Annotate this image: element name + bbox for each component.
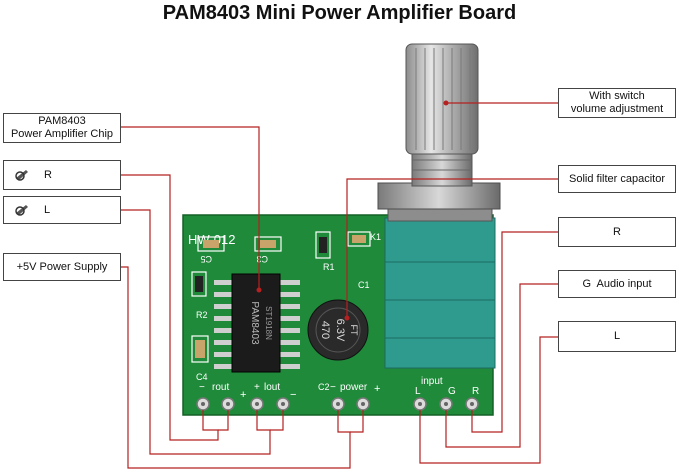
leader-power	[121, 266, 351, 469]
capacitor-voltage: 6.3V	[334, 319, 346, 342]
callout-speaker-l-text: L	[44, 203, 51, 216]
callout-chip-text: PAM8403 Power Amplifier Chip	[10, 115, 114, 140]
capacitor-value: 470	[319, 321, 331, 339]
leader-speaker-l	[121, 209, 271, 455]
label-lout-minus: −	[290, 389, 296, 401]
label-input-r: R	[472, 386, 479, 397]
leader-power-plus	[350, 410, 364, 433]
label-rout: rout	[212, 382, 229, 393]
leader-lines	[121, 102, 558, 469]
label-r1: R1	[323, 262, 335, 272]
label-rout-plus: +	[240, 389, 246, 401]
label-input-g: G	[448, 386, 456, 397]
label-input-l: L	[415, 386, 421, 397]
smd-capacitor-c1	[347, 231, 371, 247]
label-r2: R2	[196, 310, 208, 320]
page-title: PAM8403 Mini Power Amplifier Board	[162, 2, 517, 24]
leader-speaker-l-minus	[270, 410, 284, 431]
label-c3: C3	[256, 254, 268, 264]
pam8403-chip: PAM8403 ST1918N	[214, 273, 300, 373]
callout-speaker-l: L	[3, 196, 121, 224]
callout-input-l: L	[558, 321, 676, 352]
label-rout-minus: −	[199, 382, 205, 393]
label-power-plus: +	[374, 383, 380, 395]
leader-input-g	[445, 283, 558, 448]
callout-speaker-r-text: R	[44, 168, 52, 181]
smd-capacitor-c5	[197, 236, 225, 252]
filter-capacitor: 470 6.3V FT	[307, 299, 369, 361]
callout-input-g-text: G Audio input	[582, 277, 652, 290]
label-c4: C4	[196, 372, 208, 382]
callout-power-supply: +5V Power Supply	[3, 253, 121, 281]
callout-input-r-text: R	[613, 225, 621, 238]
callout-power-text: +5V Power Supply	[16, 260, 108, 273]
label-power: power	[340, 382, 368, 393]
label-c5: C5	[200, 254, 212, 264]
smd-capacitor-c4	[191, 335, 209, 363]
callout-chip: PAM8403 Power Amplifier Chip	[3, 113, 121, 143]
smd-resistor-left	[191, 271, 207, 297]
leader-chip	[121, 126, 260, 290]
smd-resistor-r1	[315, 231, 331, 259]
label-lout: lout	[264, 382, 280, 393]
label-k1: K1	[370, 232, 381, 242]
leader-speaker-r-plus	[218, 410, 229, 431]
leader-capacitor	[346, 178, 558, 318]
potentiometer	[377, 43, 501, 369]
label-input: input	[421, 376, 443, 387]
chip-code: ST1918N	[264, 306, 273, 340]
callout-input-l-text: L	[613, 330, 621, 343]
capacitor-brand: FT	[349, 325, 359, 336]
leader-input-l	[419, 336, 558, 464]
callout-capacitor-text: Solid filter capacitor	[569, 172, 665, 185]
smd-capacitor-c3	[254, 236, 282, 252]
callout-volume-text: With switch volume adjustment	[570, 90, 664, 115]
chip-marking: PAM8403	[249, 301, 260, 345]
callout-input-r: R	[558, 217, 676, 247]
label-c1: C1	[358, 280, 370, 290]
label-c2: C2	[318, 382, 330, 392]
callout-capacitor: Solid filter capacitor	[558, 165, 676, 193]
callout-input-g: G Audio input	[558, 270, 676, 298]
leader-speaker-r	[121, 174, 219, 441]
speaker-icon	[15, 205, 28, 216]
leader-input-r	[471, 231, 558, 433]
callout-speaker-r: R	[3, 160, 121, 190]
callout-volume: With switch volume adjustment	[558, 88, 676, 118]
label-power-minus: −	[330, 382, 336, 393]
label-lout-plus: +	[254, 382, 260, 393]
speaker-icon	[15, 170, 28, 181]
